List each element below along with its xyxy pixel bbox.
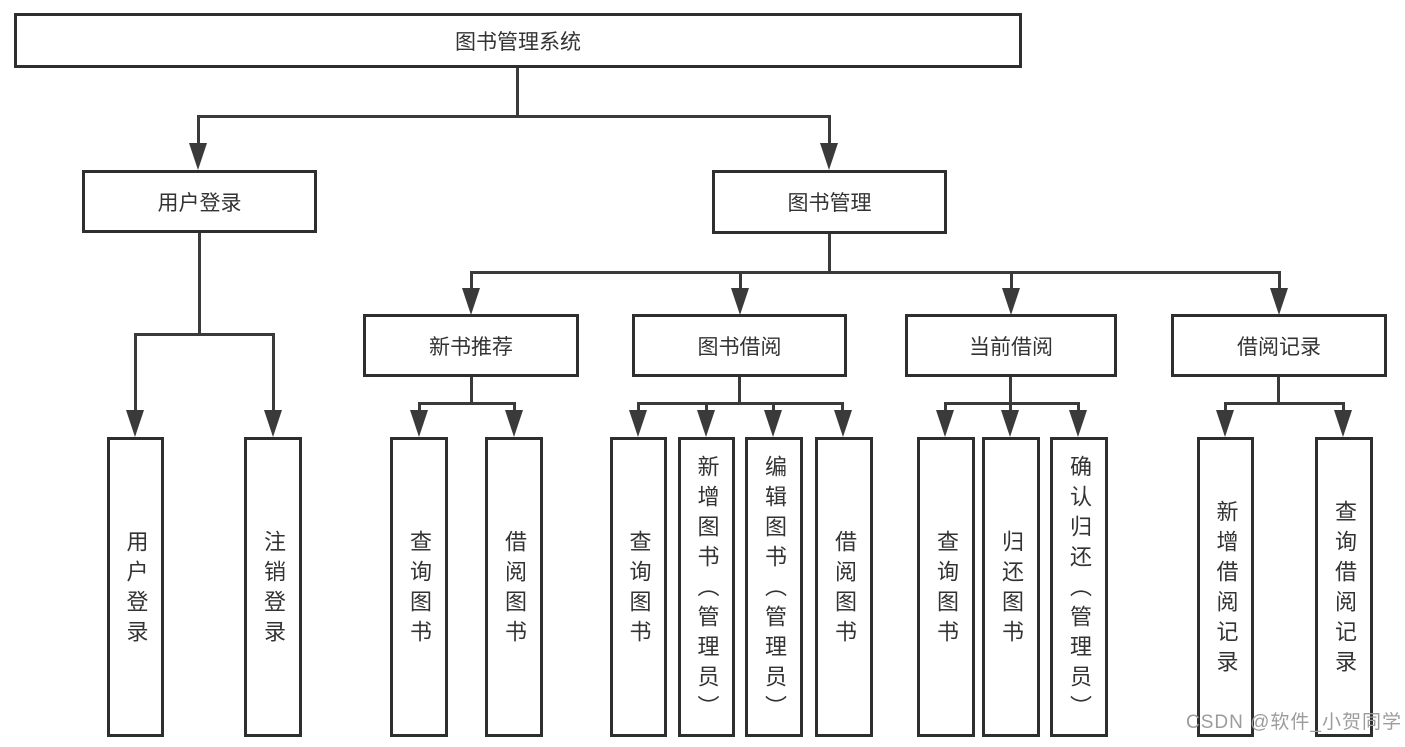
leaf-add-books-admin: 新增图书（管理员） <box>678 437 735 737</box>
leaf-edit-books-admin: 编辑图书（管理员） <box>745 437 803 737</box>
arrowhead-to-recommend <box>462 288 480 315</box>
connector-drop-borrowing <box>739 271 742 291</box>
arrowhead-to-leaf <box>936 410 954 437</box>
node-borrowing-records: 借阅记录 <box>1171 314 1387 377</box>
leaf-confirm-return-admin: 确认归还（管理员） <box>1050 437 1108 737</box>
connector-drop-records <box>1278 271 1281 291</box>
connector-drop <box>1077 402 1080 412</box>
arrowhead-to-leaf-login <box>126 410 144 437</box>
arrowhead-to-leaf-logout <box>264 410 282 437</box>
arrowhead-to-leaf <box>834 410 852 437</box>
arrowhead-to-book-mgmt <box>820 143 838 170</box>
arrowhead-to-leaf <box>697 410 715 437</box>
leaf-borrow-books-borrowing: 借阅图书 <box>815 437 873 737</box>
connector-drop <box>841 402 844 412</box>
leaf-query-books-recommend: 查询图书 <box>390 437 448 737</box>
leaf-query-books-current: 查询图书 <box>917 437 975 737</box>
arrowhead-to-current <box>1002 288 1020 315</box>
connector-recommend-stem <box>470 376 473 405</box>
arrowhead-to-leaf <box>629 410 647 437</box>
connector-userlogin-hline <box>134 333 275 336</box>
connector-bookmgmt-hline <box>470 271 1280 274</box>
connector-drop <box>944 402 947 412</box>
leaf-query-borrow-record: 查询借阅记录 <box>1315 437 1373 737</box>
connector-drop <box>1009 402 1012 412</box>
connector-records-stem <box>1277 376 1280 404</box>
connector-root-stem <box>516 68 519 117</box>
node-root-library-system: 图书管理系统 <box>14 13 1022 68</box>
connector-drop-leaf-login <box>134 333 137 411</box>
arrowhead-to-user-login <box>189 143 207 170</box>
connector-drop <box>637 402 640 412</box>
connector-drop <box>1342 402 1345 412</box>
node-new-book-recommendation: 新书推荐 <box>363 314 579 377</box>
leaf-query-books-borrowing: 查询图书 <box>610 437 667 737</box>
connector-current-hline <box>944 402 1080 405</box>
arrowhead-to-leaf <box>1216 410 1234 437</box>
connector-records-hline <box>1224 402 1345 405</box>
connector-userlogin-stem <box>198 233 201 336</box>
arrowhead-to-leaf <box>764 410 782 437</box>
leaf-borrow-books-recommend: 借阅图书 <box>485 437 543 737</box>
node-book-borrowing: 图书借阅 <box>632 314 847 377</box>
node-current-borrowing: 当前借阅 <box>905 314 1117 377</box>
arrowhead-to-borrowing <box>731 288 749 315</box>
connector-root-hline <box>197 115 831 118</box>
leaf-logout: 注销登录 <box>244 437 302 737</box>
node-book-management: 图书管理 <box>712 170 947 234</box>
connector-recommend-hline <box>418 402 516 405</box>
arrowhead-to-leaf <box>1334 410 1352 437</box>
connector-drop <box>772 402 775 412</box>
arrowhead-to-leaf <box>1069 410 1087 437</box>
connector-drop <box>705 402 708 412</box>
connector-borrowing-stem <box>738 376 741 404</box>
connector-drop-current <box>1010 271 1013 291</box>
leaf-return-books: 归还图书 <box>982 437 1040 737</box>
connector-drop-user-login <box>197 115 200 147</box>
connector-current-stem <box>1009 376 1012 404</box>
connector-drop-recommend <box>470 271 473 291</box>
csdn-watermark: CSDN @软件_小贺同学 <box>1186 712 1402 733</box>
connector-drop <box>418 402 421 412</box>
connector-bookmgmt-stem <box>828 234 831 274</box>
arrowhead-to-leaf <box>505 410 523 437</box>
arrowhead-to-records <box>1270 288 1288 315</box>
connector-drop-leaf-logout <box>272 333 275 411</box>
node-user-login: 用户登录 <box>82 170 317 233</box>
connector-drop <box>1224 402 1227 412</box>
leaf-user-login: 用户登录 <box>107 437 164 737</box>
connector-drop-book-mgmt <box>828 115 831 147</box>
connector-drop <box>513 402 516 412</box>
connector-borrowing-hline <box>637 402 844 405</box>
arrowhead-to-leaf <box>410 410 428 437</box>
leaf-add-borrow-record: 新增借阅记录 <box>1197 437 1254 737</box>
arrowhead-to-leaf <box>1001 410 1019 437</box>
